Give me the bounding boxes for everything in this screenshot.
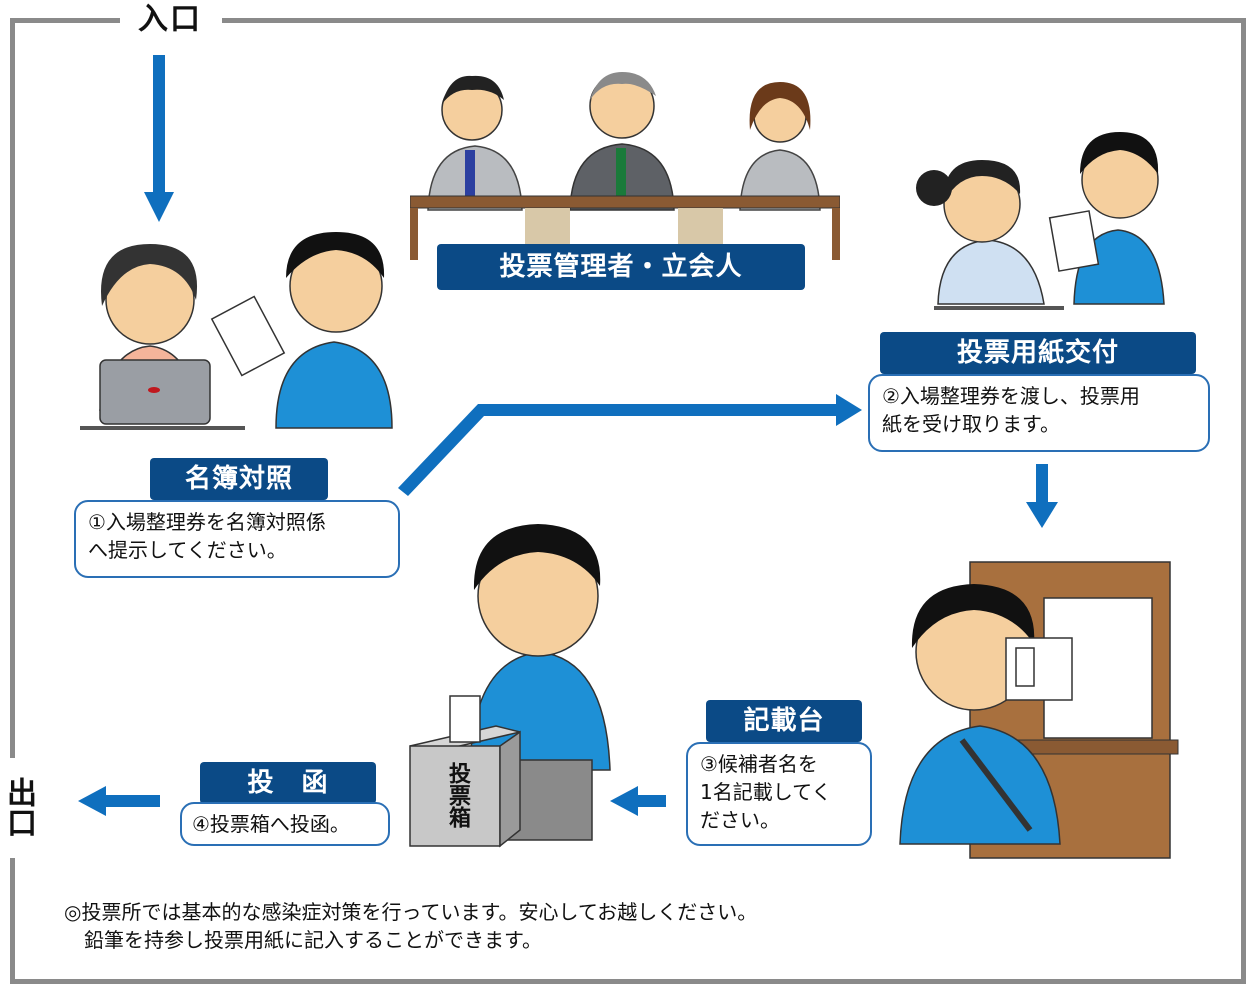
voter-3 <box>899 584 1061 845</box>
step3-text-line: ださい。 <box>700 808 780 832</box>
frame-top-left <box>10 18 120 23</box>
voter-4 <box>469 524 611 841</box>
arrow-step1-to-step2 <box>398 394 862 496</box>
roll-check-illustration <box>80 232 393 430</box>
officials-banner: 投票管理者・立会人 <box>437 244 805 290</box>
step4-bubble: ④投票箱へ投函。 <box>180 802 390 846</box>
voter-1 <box>275 232 393 429</box>
frame-bottom <box>10 979 1246 984</box>
writing-booth-illustration <box>899 561 1179 859</box>
official-center <box>569 72 675 211</box>
step1-bubble: ①入場整理券を名簿対照係 へ提示してください。 <box>74 500 400 578</box>
step4-text-line: ④投票箱へ投函。 <box>192 812 350 836</box>
entry-ticket <box>210 295 286 377</box>
pencil <box>959 738 1033 832</box>
step2-text-line: 紙を受け取ります。 <box>882 412 1060 436</box>
entry-label: 入口 <box>120 0 220 42</box>
step1-banner: 名簿対照 <box>150 458 328 500</box>
ballot-drop-illustration <box>409 524 611 848</box>
frame-right <box>1241 18 1246 984</box>
ballot-issue-illustration <box>916 132 1165 310</box>
voter-2 <box>1073 132 1165 305</box>
ballot-box-label: 投票箱 <box>445 762 470 828</box>
ballot-box <box>409 695 521 848</box>
step3-bubble: ③候補者名を 1名記載してく ださい。 <box>686 742 872 846</box>
officials-illustration <box>410 60 840 260</box>
notes: ◎投票所では基本的な感染症対策を行っています。安心してお越しください。 鉛筆を持… <box>64 898 757 954</box>
step4-banner: 投 函 <box>200 762 376 804</box>
laptop <box>80 359 245 430</box>
arrow-step3-left <box>610 786 666 816</box>
step2-banner: 投票用紙交付 <box>880 332 1196 374</box>
step1-text-line: へ提示してください。 <box>88 538 287 562</box>
exit-label: 出口 <box>0 762 36 852</box>
note-line: ◎投票所では基本的な感染症対策を行っています。安心してお越しください。 <box>64 900 758 924</box>
frame-left-upper <box>10 18 15 758</box>
step3-text-line: 1名記載してく <box>700 780 832 804</box>
arrow-step2-down <box>1026 464 1058 528</box>
arrow-exit-left <box>78 786 160 816</box>
ballot-paper <box>1048 210 1100 272</box>
official-right <box>739 82 821 211</box>
step2-bubble: ②入場整理券を渡し、投票用 紙を受け取ります。 <box>868 374 1210 452</box>
arrow-entry-down <box>144 55 174 222</box>
frame-left-lower <box>10 858 15 984</box>
step1-text-line: ①入場整理券を名簿対照係 <box>88 510 326 534</box>
official-left <box>427 75 523 211</box>
issuing-clerk <box>916 160 1064 310</box>
frame-top-right <box>222 18 1246 23</box>
note-line: 鉛筆を持参し投票用紙に記入することができます。 <box>64 928 542 952</box>
step3-banner: 記載台 <box>706 700 862 742</box>
ballot-sheet <box>1005 637 1073 701</box>
step2-text-line: ②入場整理券を渡し、投票用 <box>882 384 1140 408</box>
step3-text-line: ③候補者名を <box>700 752 818 776</box>
